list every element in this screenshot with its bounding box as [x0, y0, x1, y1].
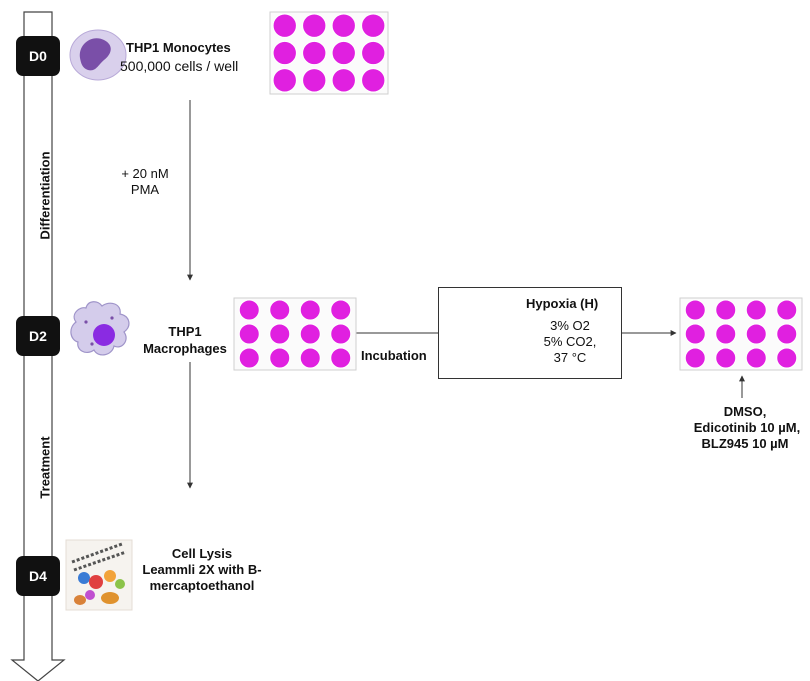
well — [361, 40, 386, 66]
well — [684, 347, 706, 369]
well — [715, 347, 737, 369]
well — [272, 68, 297, 93]
lysis-line3: mercaptoethanol — [149, 578, 255, 593]
hypoxia-title: Hypoxia (H) — [526, 296, 599, 311]
well-plate-d2 — [233, 297, 357, 371]
well — [745, 347, 767, 369]
well — [331, 68, 356, 93]
lysis-line1: Cell Lysis — [171, 546, 233, 561]
well — [272, 13, 297, 38]
monocyte-cell-icon — [69, 29, 127, 81]
well — [684, 299, 706, 321]
hypoxia-o2: 3% O2 — [550, 318, 590, 333]
macrophage-cell-icon — [70, 301, 130, 356]
well-plates — [233, 11, 803, 371]
well — [330, 347, 352, 369]
well — [330, 323, 352, 345]
lysis-proteins-icon — [65, 539, 133, 611]
well — [302, 68, 327, 93]
hypoxia-co2: 5% CO2, — [543, 334, 597, 349]
well — [299, 299, 321, 321]
well — [776, 323, 798, 345]
treatment-line1: DMSO, — [723, 404, 767, 419]
well — [299, 347, 321, 369]
well — [269, 323, 291, 345]
day-badge-d0: D0 — [16, 36, 60, 76]
well — [745, 323, 767, 345]
treatment-line3: BLZ945 10 µM — [701, 436, 789, 451]
pma-line2: PMA — [130, 182, 160, 197]
well-plate-d0 — [269, 11, 389, 95]
macrophages-line2: Macrophages — [143, 341, 227, 356]
well — [302, 40, 327, 66]
well — [238, 299, 260, 321]
phase-differentiation: Differentiation — [37, 151, 53, 240]
well — [302, 13, 327, 38]
macrophages-line1: THP1 — [168, 324, 202, 339]
well — [269, 347, 291, 369]
monocytes-subtitle: 500,000 cells / well — [120, 58, 239, 74]
day-badge-d4: D4 — [16, 556, 60, 596]
connectors — [187, 100, 745, 489]
well — [776, 299, 798, 321]
day-badge-d2: D2 — [16, 316, 60, 356]
well — [269, 299, 291, 321]
phase-treatment: Treatment — [37, 436, 53, 499]
well — [361, 68, 386, 93]
well — [776, 347, 798, 369]
well — [331, 40, 356, 66]
well — [361, 13, 386, 38]
well — [299, 323, 321, 345]
well — [715, 299, 737, 321]
well — [684, 323, 706, 345]
well — [330, 299, 352, 321]
lysis-line2: Leammli 2X with B- — [142, 562, 262, 577]
well — [331, 13, 356, 38]
well-plate-treated — [679, 297, 803, 371]
well — [238, 347, 260, 369]
well — [715, 323, 737, 345]
hypoxia-box — [438, 287, 622, 379]
well — [272, 40, 297, 66]
treatment-line2: Edicotinib 10 µM, — [693, 420, 801, 435]
well — [238, 323, 260, 345]
incubation-label: Incubation — [361, 348, 427, 363]
well — [745, 299, 767, 321]
hypoxia-temp: 37 °C — [553, 350, 587, 365]
pma-line1: + 20 nM — [121, 166, 169, 181]
monocytes-title: THP1 Monocytes — [126, 40, 231, 55]
